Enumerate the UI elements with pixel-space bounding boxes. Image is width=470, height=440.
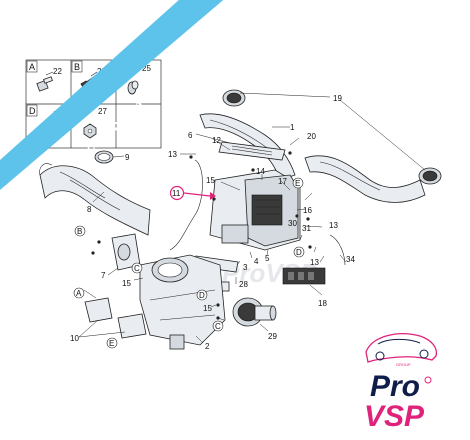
callout-9: 9 <box>125 153 130 162</box>
part-9-clamp <box>94 150 125 164</box>
cell-letter-a: A <box>29 62 35 72</box>
cell-number-27: 27 <box>98 107 107 116</box>
part-11-cable <box>169 159 203 251</box>
part-29-blower-motor <box>232 297 277 327</box>
provsp-logo: GROUP Pro VSP <box>364 333 438 433</box>
callout-12: 12 <box>212 136 221 145</box>
clip-icon <box>127 80 139 95</box>
callout-15-left: 15 <box>122 279 131 288</box>
callout-13-top: 13 <box>168 150 177 159</box>
callout-30: 30 <box>288 219 297 228</box>
cell-number-22: 22 <box>53 67 62 76</box>
cell-letter-d: D <box>29 106 36 116</box>
callout-1: 1 <box>290 123 295 132</box>
bolt-icon <box>36 71 54 92</box>
ref-d-left: D <box>199 291 205 300</box>
callout-5: 5 <box>265 254 270 263</box>
callout-labels: 1 2 3 4 5 6 7 8 9 10 11 12 13 13 13 14 1… <box>70 94 355 351</box>
part-20-hose-right <box>304 155 426 203</box>
callout-15-top: 15 <box>206 176 215 185</box>
callout-18: 18 <box>318 299 327 308</box>
logo-vsp-text: VSP <box>364 400 425 433</box>
callout-28: 28 <box>239 280 248 289</box>
callout-6: 6 <box>188 131 193 140</box>
small-fasteners <box>91 151 312 320</box>
part-19-left-outlet <box>222 89 246 107</box>
part-2-blower-housing <box>139 254 226 350</box>
callout-10: 10 <box>70 334 79 343</box>
callout-4: 4 <box>254 257 259 266</box>
cell-number-25: 25 <box>142 64 151 73</box>
part-10-brackets <box>84 297 147 339</box>
part-34-cable <box>329 234 346 266</box>
ref-e-top: E <box>295 179 300 188</box>
ref-c-left: C <box>134 264 140 273</box>
callout-2: 2 <box>205 342 210 351</box>
leader-lines <box>78 92 426 344</box>
ref-e-bottom: E <box>109 339 114 348</box>
part-19-right-outlet <box>418 167 442 185</box>
callout-3: 3 <box>243 263 248 272</box>
part-18-connector <box>282 267 326 285</box>
ref-d-right: D <box>296 248 302 257</box>
callout-29: 29 <box>268 332 277 341</box>
nut-icon <box>83 123 97 139</box>
callout-14: 14 <box>256 167 265 176</box>
logo-group-text: GROUP <box>396 362 411 367</box>
callout-34: 34 <box>346 255 355 264</box>
part-7-bracket <box>111 233 141 271</box>
callout-16: 16 <box>303 206 312 215</box>
table-cell-a: A 22 <box>26 60 62 92</box>
reference-letters: B C A E D D E C <box>73 177 305 349</box>
callout-19: 19 <box>333 94 342 103</box>
ref-a: A <box>76 289 82 298</box>
callout-31: 31 <box>302 224 311 233</box>
callout-15-bottom: 15 <box>203 304 212 313</box>
callout-20: 20 <box>307 132 316 141</box>
callout-13-bottom: 13 <box>310 258 319 267</box>
ref-b: B <box>77 227 82 236</box>
ref-c-bottom: C <box>215 322 221 331</box>
cell-letter-b: B <box>74 62 80 72</box>
logo-pro-text: Pro <box>370 370 420 403</box>
callout-11: 11 <box>172 189 181 198</box>
callout-17: 17 <box>278 177 287 186</box>
part-8-hose <box>39 163 151 236</box>
callout-8: 8 <box>87 205 92 214</box>
callout-13-right: 13 <box>329 221 338 230</box>
callout-7: 7 <box>101 271 106 280</box>
part-6-grille <box>218 141 286 161</box>
heater-box-assembly <box>209 169 301 251</box>
callout-11-arrow <box>169 185 216 201</box>
